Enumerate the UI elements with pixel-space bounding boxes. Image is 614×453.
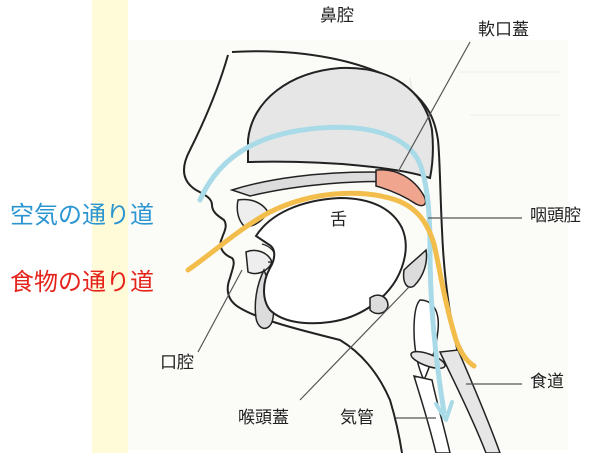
leader-oral-cavity bbox=[198, 270, 242, 352]
label-trachea: 気管 bbox=[340, 410, 374, 427]
label-tongue: 舌 bbox=[330, 212, 347, 229]
nasal-cavity-shape bbox=[248, 68, 433, 178]
legend-food-path: 食物の通り道 bbox=[10, 270, 154, 294]
label-esophagus: 食道 bbox=[530, 374, 564, 391]
label-nasal-cavity: 鼻腔 bbox=[320, 8, 354, 25]
label-pharynx: 咽頭腔 bbox=[530, 208, 581, 225]
legend-air-path: 空気の通り道 bbox=[10, 203, 154, 227]
epiglottis-shape bbox=[404, 250, 427, 287]
label-soft-palate: 軟口蓋 bbox=[478, 22, 529, 39]
label-oral-cavity: 口腔 bbox=[160, 355, 194, 372]
label-epiglottis: 喉頭蓋 bbox=[238, 410, 289, 427]
